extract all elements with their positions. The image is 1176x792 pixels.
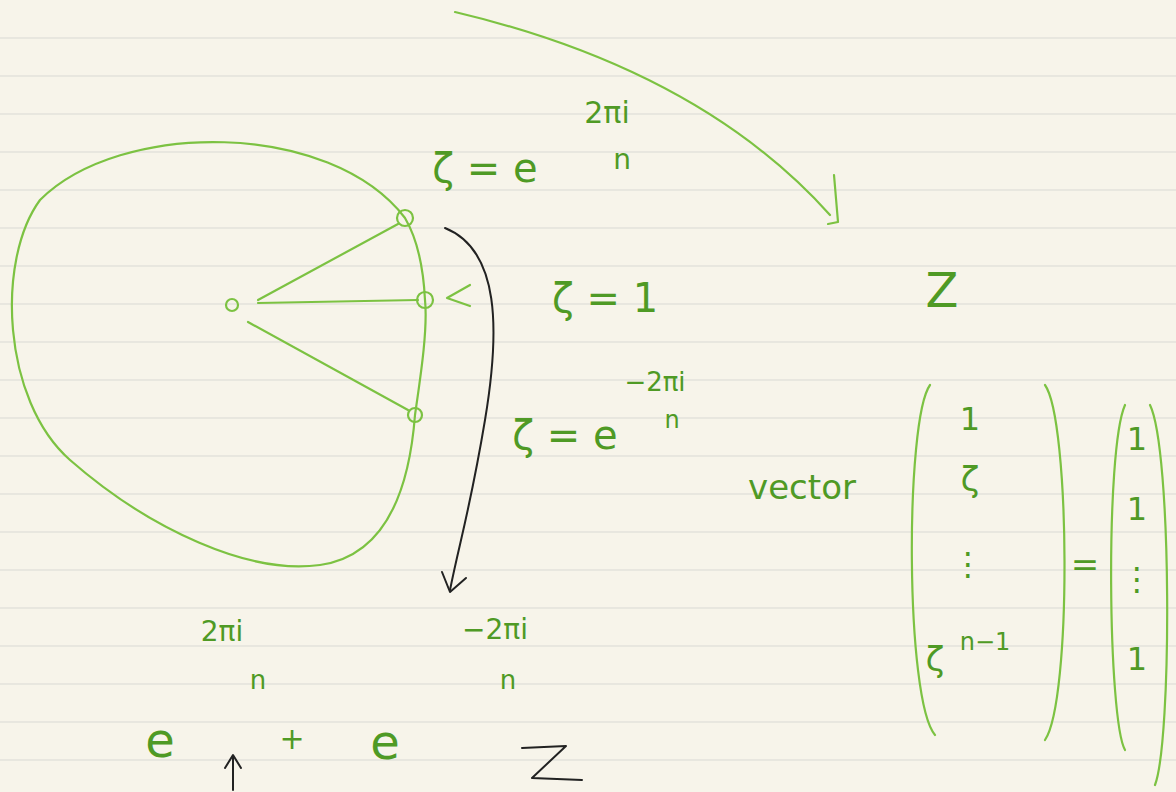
handwritten-label: ζ	[961, 461, 980, 498]
scribble	[522, 746, 582, 780]
root-point	[417, 292, 433, 308]
handwritten-label: vector	[748, 469, 856, 506]
vector-bracket	[1045, 385, 1065, 740]
handwritten-label: n	[613, 145, 631, 176]
handwritten-label: 1	[1127, 492, 1147, 527]
handwritten-label: ζ = e	[432, 146, 537, 190]
handwritten-label: ζ = 1	[552, 276, 658, 320]
arrowhead	[225, 755, 241, 768]
ruled-line	[0, 494, 1176, 495]
root-point	[408, 408, 422, 422]
handwritten-label: e	[145, 714, 175, 767]
handwritten-label: n	[500, 666, 516, 695]
sweep-tick	[828, 175, 838, 224]
handwritten-label: n	[250, 666, 266, 695]
handwritten-label: ⋮	[1121, 562, 1153, 597]
handwritten-label: 2πi	[201, 617, 243, 648]
vector-bracket	[912, 385, 935, 735]
handwritten-label: =	[1071, 546, 1100, 583]
ruled-line	[0, 570, 1176, 571]
ruled-line	[0, 760, 1176, 761]
handwritten-label: ζ	[926, 641, 945, 678]
handwritten-label: −2πi	[624, 368, 685, 397]
center-dot	[226, 299, 238, 311]
handwritten-label: 2πi	[584, 96, 629, 129]
handwritten-label: −2πi	[462, 615, 528, 646]
handwritten-label: 1	[960, 402, 980, 437]
handwritten-label: 1	[1127, 642, 1147, 677]
ruled-line	[0, 380, 1176, 381]
ruled-line	[0, 228, 1176, 229]
handwritten-label: n−1	[960, 629, 1011, 655]
unit-circle	[12, 142, 426, 566]
arrowhead	[442, 572, 466, 592]
ruled-line	[0, 342, 1176, 343]
ruled-line	[0, 76, 1176, 77]
root-point	[397, 210, 413, 226]
radius-line	[248, 322, 408, 410]
handwritten-label: Z	[926, 264, 959, 317]
ruled-line	[0, 190, 1176, 191]
handwritten-label: n	[664, 407, 679, 433]
ruled-line	[0, 38, 1176, 39]
ruled-line	[0, 684, 1176, 685]
pointer-arrow	[232, 756, 234, 790]
handwritten-label: +	[279, 722, 304, 755]
ruled-line	[0, 152, 1176, 153]
handwritten-label: e	[370, 716, 400, 769]
handwritten-label: 1	[1127, 422, 1147, 457]
ruled-line	[0, 722, 1176, 723]
pointer-mark	[447, 285, 470, 306]
ruled-lines	[0, 38, 1176, 760]
radius-line	[258, 300, 418, 303]
mapping-arrow	[445, 228, 494, 590]
black-ink	[225, 228, 582, 790]
handwritten-label: ζ = e	[512, 413, 617, 457]
ruled-line	[0, 266, 1176, 267]
handwritten-label: ⋮	[952, 547, 984, 582]
ruled-line	[0, 608, 1176, 609]
radius-line	[258, 224, 398, 300]
green-ink	[12, 12, 1167, 785]
